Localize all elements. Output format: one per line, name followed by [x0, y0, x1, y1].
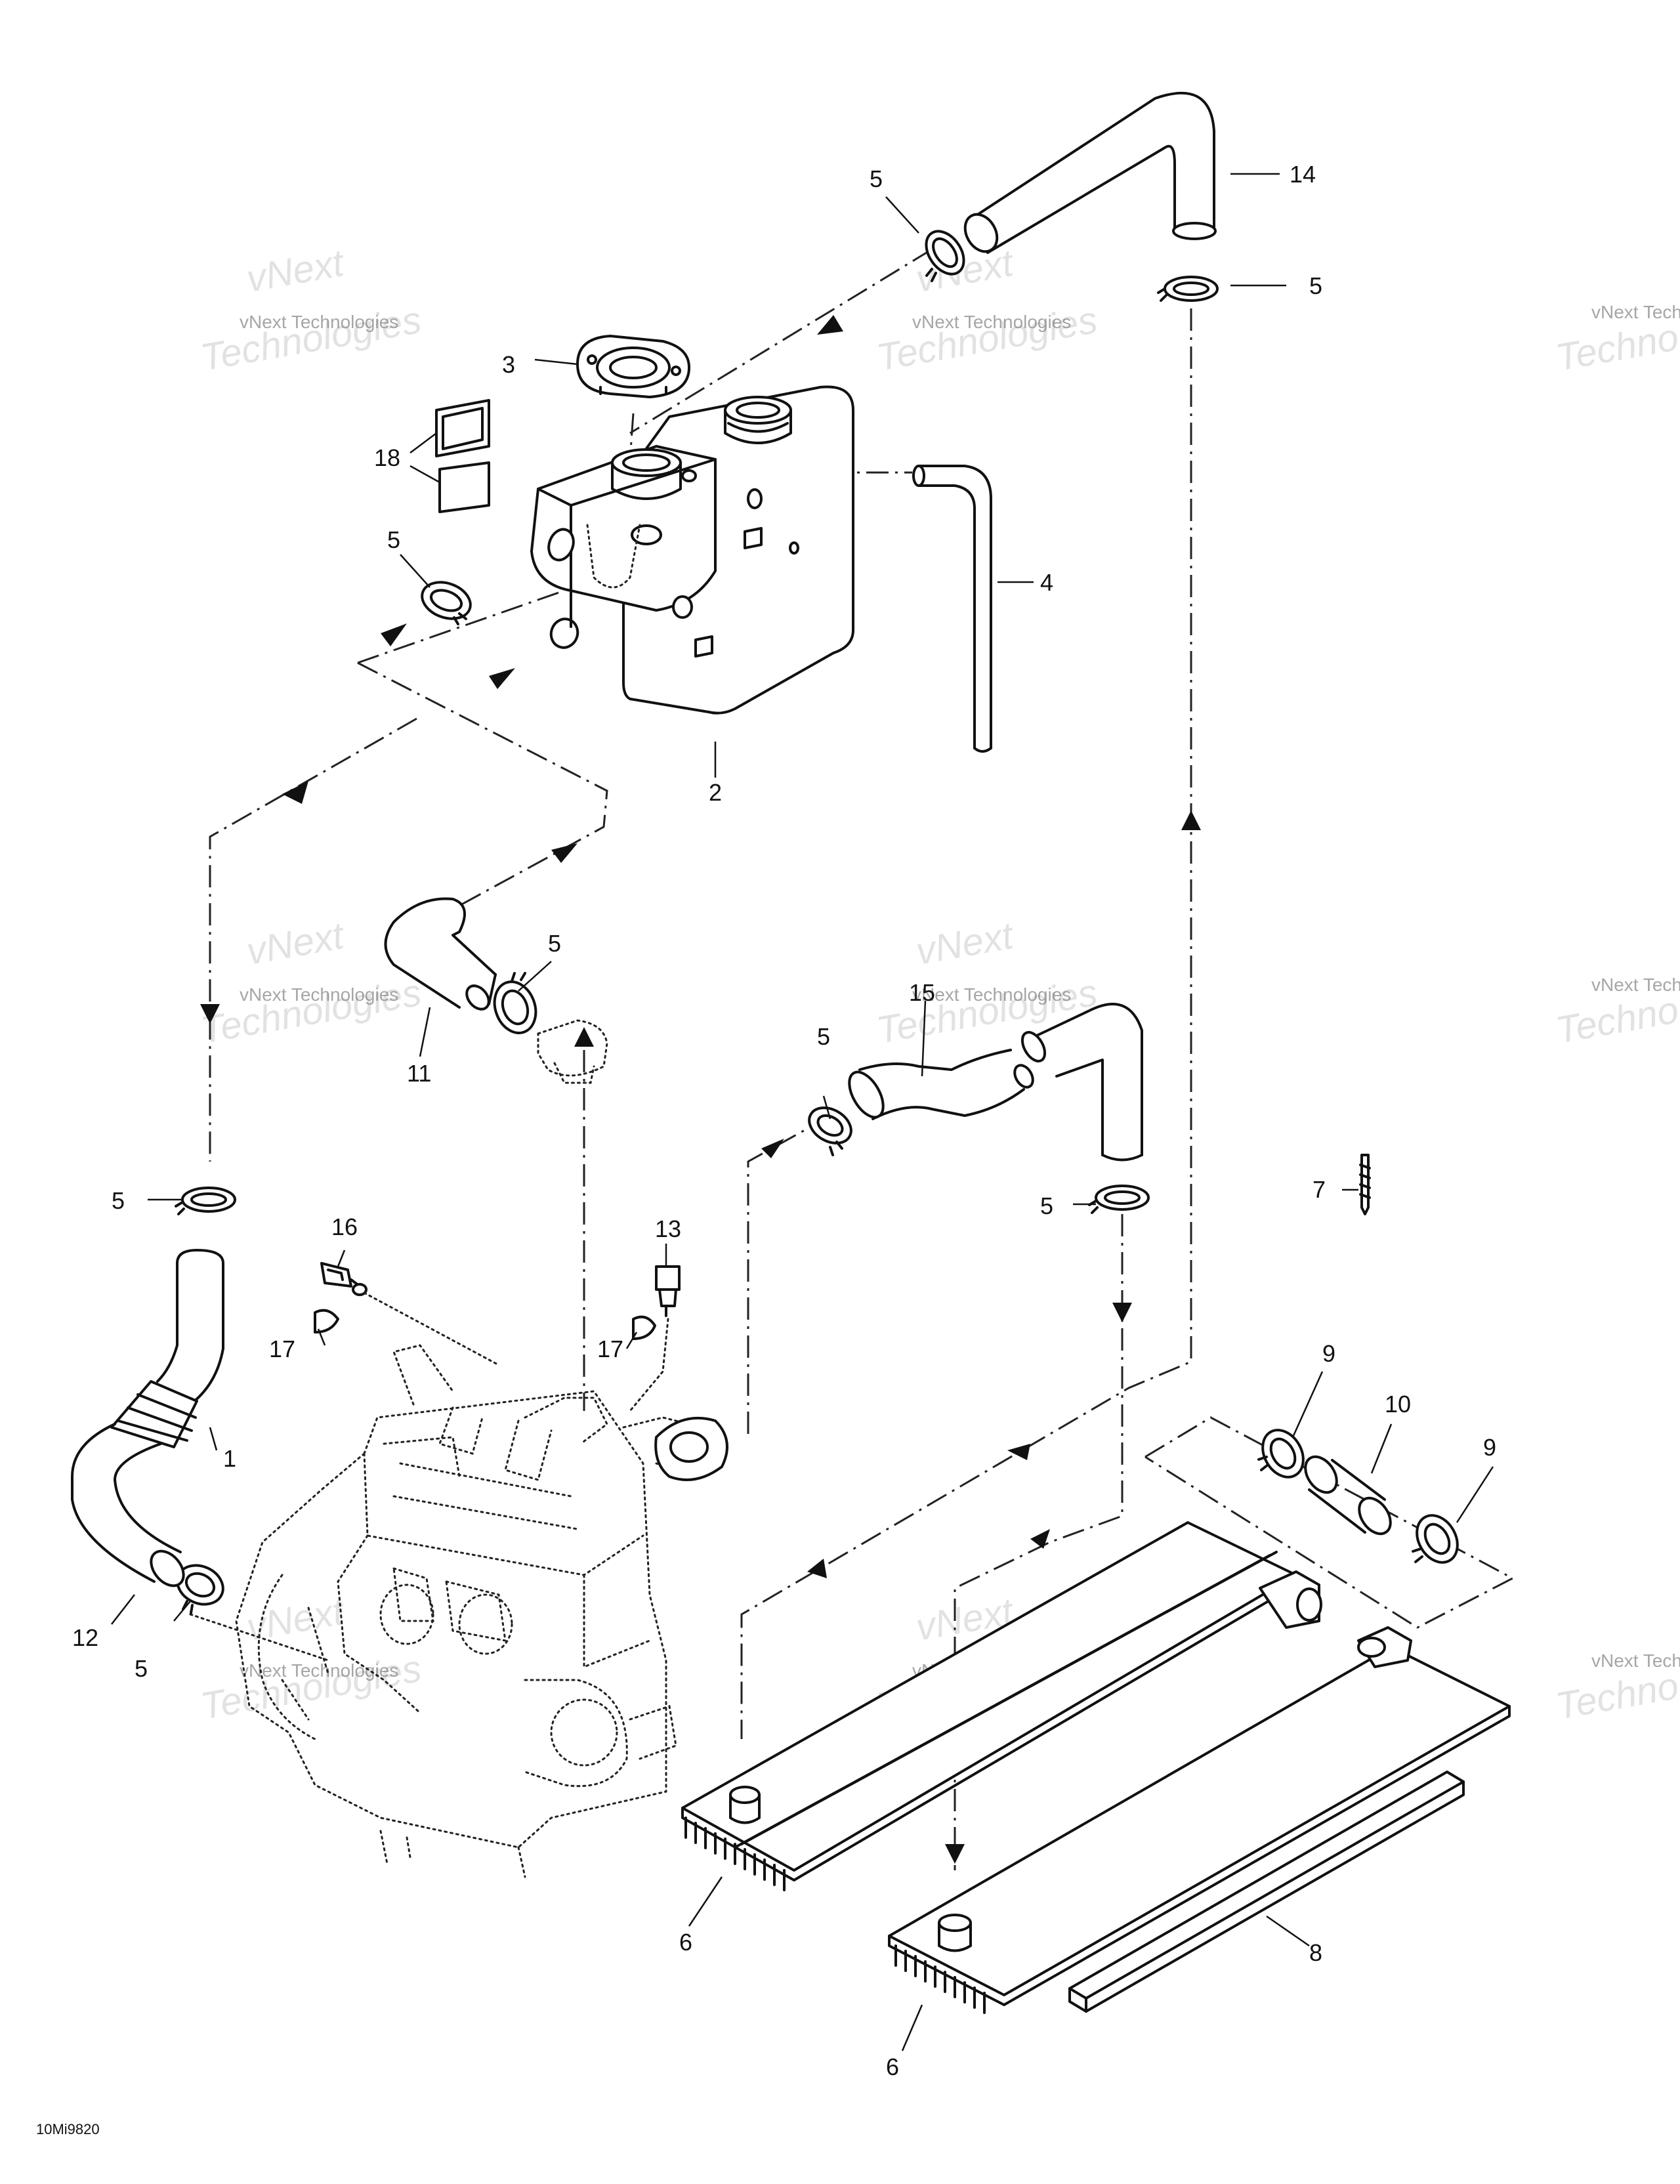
- callout-16: 16: [331, 1213, 358, 1240]
- hose-15: [848, 1003, 1143, 1162]
- callout-3: 3: [502, 351, 515, 378]
- watermark-technologies: Technologies: [198, 299, 425, 379]
- flow-arrows: [200, 315, 1201, 1864]
- callout-5: 5: [817, 1023, 830, 1050]
- callout-10: 10: [1385, 1391, 1411, 1418]
- callout-5: 5: [135, 1655, 148, 1682]
- clamp-5-right-mid: [1088, 1185, 1150, 1214]
- clamp-9-left: [1257, 1429, 1305, 1479]
- drawing-code: 10Mi9820: [36, 2121, 100, 2137]
- watermark-vnext: vNext: [913, 914, 1018, 973]
- watermark-text-edge: vNext Technologies: [1591, 302, 1680, 322]
- hose-11: [384, 897, 497, 1011]
- watermarks: vNext Technologies vNext Technologies vN…: [198, 242, 1680, 1728]
- callout-1: 1: [223, 1445, 236, 1472]
- heat-exchanger-6-lower: [888, 1626, 1511, 2014]
- callout-5: 5: [1040, 1192, 1053, 1219]
- callout-5: 5: [112, 1187, 125, 1214]
- callout-9: 9: [1483, 1434, 1496, 1461]
- watermark-text: vNext Technologies: [240, 312, 398, 332]
- sensor-16: [320, 1262, 500, 1366]
- watermark-text: vNext Technologies: [912, 984, 1071, 1005]
- watermark-text-edge: vNext Technologies: [1591, 975, 1680, 995]
- callout-11: 11: [407, 1060, 431, 1087]
- watermark-technologies: Technologies: [198, 971, 425, 1052]
- callout-17: 17: [269, 1335, 295, 1362]
- clamp-5-left: [175, 1186, 236, 1215]
- clamp-5-hose15: [808, 1106, 852, 1156]
- clamp-5-hose11: [493, 972, 537, 1034]
- callout-2: 2: [709, 779, 722, 806]
- callout-6: 6: [679, 1929, 692, 1956]
- callout-6: 6: [886, 2053, 899, 2080]
- overflow-hose-4: [912, 465, 992, 753]
- watermark-technologies: Technologies: [873, 971, 1101, 1052]
- callout-4: 4: [1040, 569, 1053, 596]
- connector-hose-10: [1304, 1455, 1392, 1536]
- watermark-text: vNext Technologies: [912, 312, 1071, 332]
- screw-7: [1359, 1154, 1371, 1215]
- clamp-5-top: [925, 230, 965, 282]
- callout-15: 15: [909, 979, 935, 1006]
- hose-1: [110, 1249, 224, 1448]
- watermark-text: vNext Technologies: [240, 1660, 398, 1681]
- hose-14: [963, 91, 1217, 254]
- pressure-cap-3: [576, 335, 690, 398]
- outlet-fitting: [654, 1416, 728, 1481]
- clamp-9-right: [1412, 1514, 1459, 1564]
- callout-labels: 14 5 5 3 18 4 5 2 5 11 15 5 5 7 5 16 13 …: [36, 161, 1496, 2137]
- leader-lines: [111, 173, 1494, 2051]
- thermostat-housing: [537, 1019, 608, 1084]
- seal-17-right: [632, 1315, 656, 1340]
- clamp-5-tank: [421, 581, 472, 625]
- callout-9: 9: [1322, 1340, 1335, 1367]
- watermark-technologies: Technologies: [873, 299, 1101, 379]
- hose-12: [71, 1423, 185, 1587]
- callout-7: 7: [1312, 1176, 1326, 1203]
- watermark-technologies: Technologies: [198, 1647, 425, 1728]
- seal-17-left: [314, 1309, 339, 1334]
- clamp-5-right-top: [1157, 276, 1219, 302]
- heat-exchanger-6-upper: [681, 1521, 1322, 1891]
- watermark-vnext: vNext: [243, 914, 348, 973]
- watermark-text: vNext Technologies: [240, 984, 398, 1005]
- engine-block: [235, 1344, 704, 1878]
- callout-5: 5: [548, 930, 561, 957]
- callout-5: 5: [870, 165, 883, 192]
- callout-13: 13: [655, 1215, 681, 1242]
- callout-5: 5: [1309, 272, 1322, 299]
- callout-5: 5: [387, 526, 400, 553]
- callout-14: 14: [1290, 161, 1316, 188]
- watermark-text-edge: vNext Technologies: [1591, 1650, 1680, 1671]
- callout-8: 8: [1309, 1939, 1322, 1966]
- callout-18: 18: [374, 444, 400, 471]
- watermark-vnext: vNext: [243, 242, 348, 301]
- sensor-13: [629, 1265, 681, 1412]
- rail-8: [1068, 1771, 1465, 2013]
- coolant-tank-2: [530, 385, 854, 715]
- callout-12: 12: [72, 1624, 98, 1651]
- decals-18: [435, 399, 490, 513]
- clamp-5-bottom-left: [176, 1564, 224, 1614]
- callout-17: 17: [597, 1335, 623, 1362]
